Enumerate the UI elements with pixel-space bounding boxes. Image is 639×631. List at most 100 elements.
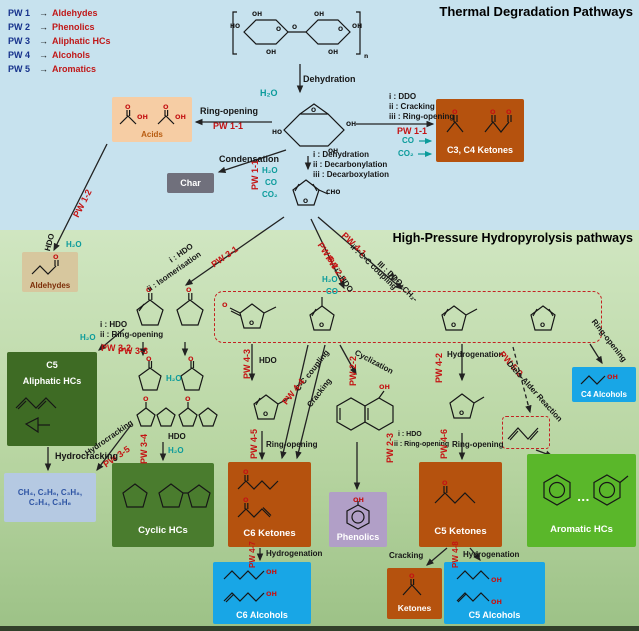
svg-text:HO: HO (230, 23, 240, 30)
c5-aliphatic-hcs-box: C5 Aliphatic HCs (7, 352, 97, 446)
c6-ketone-structures: O O (237, 469, 278, 518)
svg-text:O: O (451, 322, 456, 329)
svg-text:OH: OH (379, 383, 390, 391)
acetone-structure: O (402, 573, 421, 596)
ring-opening-acids: Ring-opening (200, 106, 258, 116)
pw11-step-i: i : DDO (389, 92, 417, 101)
pw12: PW 1-2 (71, 187, 94, 220)
diels-alder: Diels-Alder Reaction (505, 359, 565, 424)
svg-text:O: O (243, 496, 249, 504)
svg-text:OH: OH (175, 113, 186, 121)
methylfuran-intermediate-structure: O (424, 294, 482, 343)
svg-text:O: O (146, 286, 152, 294)
svg-text:OH: OH (491, 598, 502, 606)
svg-text:OH: OH (266, 49, 276, 56)
furfural-step-i3: iii : Decarboxylation (313, 170, 390, 179)
legend-arrow-icon: → (39, 35, 48, 46)
co-furfural: CO (265, 178, 277, 187)
aldehydes-box: O Aldehydes (22, 252, 78, 292)
c5-aliphatic-line2: Aliphatic HCs (22, 376, 82, 386)
legend-arrow-icon: → (39, 7, 48, 18)
levoglucosan-structure: O HO OH OH (270, 96, 358, 159)
legend-row-pw2: PW 2 → Phenolics (8, 20, 111, 34)
furfural-structure: O CHO (282, 170, 341, 223)
hydrogenation-thf: Hydrogenation (447, 350, 504, 359)
svg-text:O: O (146, 356, 152, 363)
legend-pw4-product: Alcohols (52, 50, 91, 60)
svg-text:OH: OH (328, 49, 338, 56)
phen-step-ii: ii : Ring-opening (394, 441, 450, 448)
legend-pw1-code: PW 1 (8, 8, 31, 18)
pw32: PW 3-2 (101, 343, 132, 353)
thermal-section-title: Thermal Degradation Pathways (439, 4, 633, 19)
aldehyde-structure: O (31, 254, 59, 276)
c3-c4-ketones-box: O O O C3, C4 Ketones (436, 99, 524, 162)
c6-alcohol-structures: OH OH (223, 568, 277, 603)
svg-text:O: O (442, 479, 448, 487)
svg-text:CHO: CHO (326, 189, 340, 196)
furan-intermediates-dashed-box (214, 291, 602, 343)
svg-text:O: O (319, 322, 324, 329)
figure-bottom-border (0, 626, 639, 631)
svg-text:O: O (276, 26, 281, 33)
svg-text:OH: OH (607, 373, 618, 381)
cyclic-hcs-box: Cyclic HCs (112, 463, 214, 547)
methyl-furanone-structure: O O (220, 294, 282, 343)
hdo-cyclic: HDO (168, 432, 186, 441)
svg-text:...: ... (577, 491, 590, 504)
pw45: PW 4-5 (249, 428, 259, 459)
aromatic-structures: ... (542, 474, 628, 507)
legend-pw3-product: Aliphatic HCs (52, 36, 111, 46)
pw31: PW 3-1 (209, 243, 240, 270)
cyclopentanone-intermediate-structures: O O O O (126, 355, 220, 445)
ketones-label: Ketones (397, 603, 432, 614)
pw11-left: PW 1-1 (213, 121, 244, 131)
c4-alcohols-box: OH C4 Alcohols (572, 367, 636, 402)
cyclopent-step-i: i : HDO (100, 320, 128, 329)
legend-pw5-code: PW 5 (8, 64, 31, 74)
co2-release: CO₂ (398, 149, 414, 158)
dehydration-label: Dehydration (303, 74, 356, 84)
cyclization-label: Cyclization (353, 348, 395, 376)
char-box: Char (167, 173, 214, 193)
cracking-diagonal: Cracking (305, 376, 334, 409)
legend-pw2-code: PW 2 (8, 22, 31, 32)
char-label: Char (180, 177, 201, 188)
svg-text:O: O (188, 356, 194, 363)
flow-arrows (44, 64, 603, 566)
ring-opening-c4a: Ring-opening (589, 317, 629, 364)
legend-row-pw3: PW 3 → Aliphatic HCs (8, 34, 111, 48)
h2o-dehydration: H₂O (260, 88, 278, 98)
pw42: PW 4-2 (434, 352, 444, 383)
acids-box: O OH O OH Acids (112, 97, 192, 142)
svg-text:O: O (506, 108, 512, 116)
aromatic-hcs-box: ... Aromatic HCs (527, 454, 636, 547)
svg-text:O: O (185, 395, 191, 403)
condensation-label: Condensation (219, 154, 279, 164)
phenolics-label: Phenolics (336, 532, 380, 543)
legend-pw1-product: Aldehydes (52, 8, 98, 18)
legend-row-pw1: PW 1 → Aldehydes (8, 6, 111, 20)
svg-text:O: O (303, 198, 308, 205)
furfural-step-ii: ii : Decarbonylation (313, 160, 388, 169)
hydrogenation-c6a: Hydrogenation (266, 549, 323, 558)
svg-text:OH: OH (353, 496, 364, 504)
ketones-box: O Ketones (387, 568, 442, 619)
methylfuran-structure: O (238, 383, 294, 432)
legend-arrow-icon: → (39, 49, 48, 60)
naphthalenol-structure: OH (323, 376, 395, 443)
legend-pw2-product: Phenolics (52, 22, 95, 32)
pw48: PW 4-8 (451, 541, 460, 568)
h2o-c5: H₂O (80, 333, 96, 342)
legend-pw3-code: PW 3 (8, 36, 31, 46)
gases-line1: CH₄, C₂H₆, C₃H₈, (17, 488, 83, 498)
pw11-vertical: PW 1-1 (250, 159, 260, 190)
svg-text:O: O (186, 286, 192, 294)
h2o-furfural: H₂O (262, 166, 278, 175)
hydro-section-background (0, 230, 639, 626)
gas-release-arrows (418, 138, 433, 157)
svg-text:OH: OH (346, 121, 356, 128)
